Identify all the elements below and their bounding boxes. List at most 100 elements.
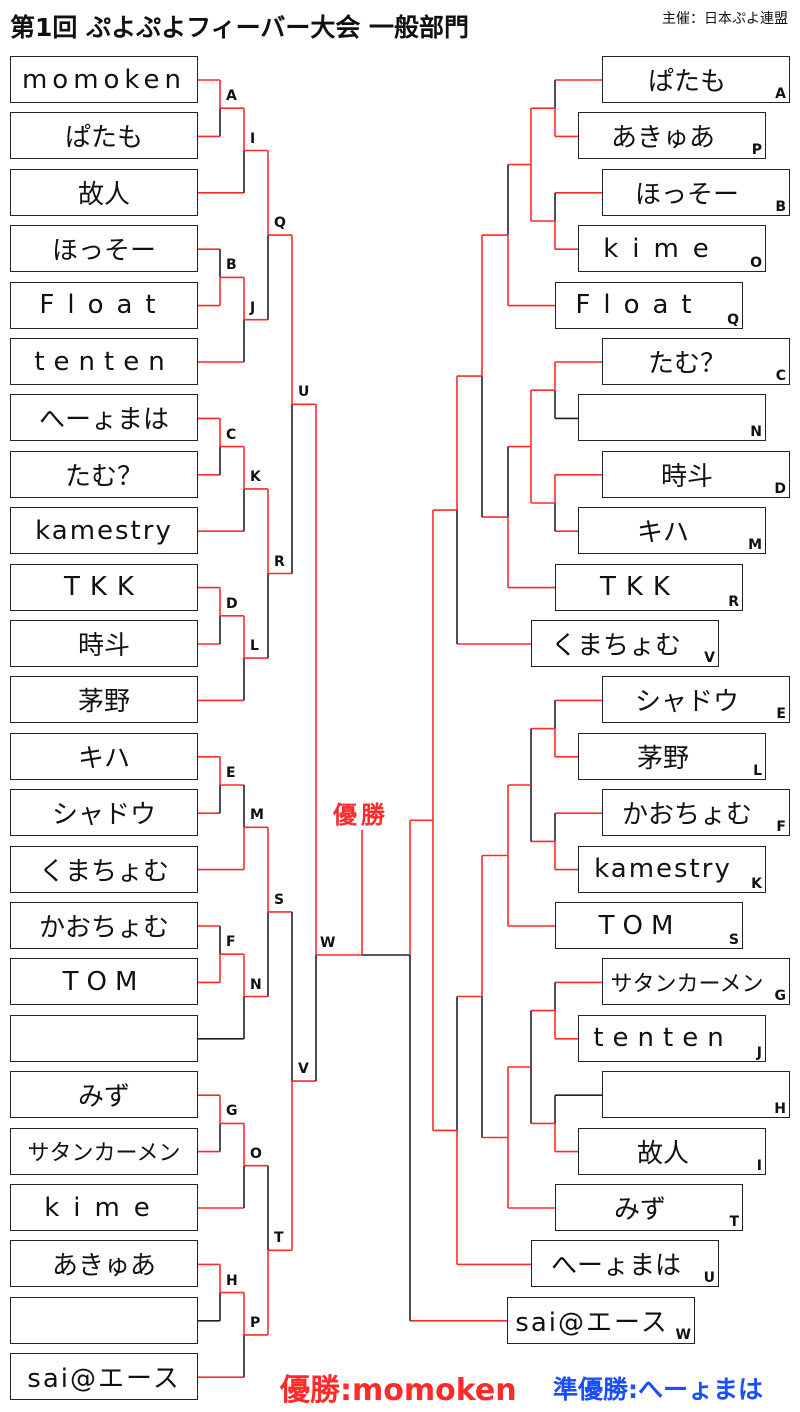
match-label: H (226, 1272, 238, 1289)
player-name: sai@エース (515, 1307, 669, 1338)
player-name: かおちょむ (621, 800, 752, 831)
player-name: tenten (34, 346, 174, 377)
loss-match-letter: J (756, 1044, 762, 1061)
match-label: T (274, 1230, 284, 1247)
organizer-text: 主催：日本ぷよ連盟 (662, 11, 788, 27)
player-name: あきゅあ (51, 1251, 156, 1282)
loss-match-letter: U (703, 1270, 715, 1287)
player-name: ほっそー (634, 179, 739, 210)
loss-match-letter: O (750, 255, 762, 272)
player-name: kamestry (35, 515, 173, 546)
player-name: へーょまは (38, 405, 169, 436)
winners-entry (10, 1014, 198, 1062)
champion-text: 優勝:momoken (280, 1373, 517, 1408)
loss-match-letter: C (775, 368, 786, 384)
loss-match-letter: D (774, 480, 786, 497)
player-name: tenten (593, 1023, 733, 1054)
winners-entry: tenten (10, 338, 198, 385)
winners-entry: キハ (10, 732, 198, 780)
winners-entry: kime (10, 1184, 198, 1231)
loss-match-letter: K (751, 875, 762, 892)
player-name: たむ？ (64, 461, 143, 492)
player-name: kime (44, 1192, 164, 1223)
losers-entry: ほっそー B (602, 168, 790, 216)
losers-entry: サタンカーメン G (602, 958, 790, 1006)
losers-entry: くまちょむ V (531, 620, 719, 667)
winners-entry: 時斗 (10, 620, 198, 667)
player-name: くまちょむ (550, 631, 681, 661)
winners-entry: くまちょむ (10, 845, 198, 893)
winners-entry: TOM (10, 958, 198, 1006)
losers-entry: あきゅあ P (578, 112, 766, 160)
match-label: B (226, 257, 237, 274)
winners-entry: 茅野 (10, 676, 198, 724)
player-name: かおちょむ (38, 913, 169, 943)
winners-entry: みず (10, 1071, 198, 1119)
winners-entry: サタンカーメン (10, 1127, 198, 1175)
loss-match-letter: F (776, 819, 786, 836)
page-title: 第1回 ぷよぷよフィーバー大会 一般部門 (10, 13, 470, 42)
loss-match-letter: M (748, 537, 762, 554)
player-name: サタンカーメン (27, 1141, 181, 1167)
loss-match-letter: V (704, 650, 715, 666)
loss-match-letter: L (753, 762, 762, 779)
player-name: 茅野 (636, 743, 689, 774)
player-name: ほっそー (51, 236, 156, 267)
winners-entry: たむ？ (10, 450, 198, 498)
match-label: F (226, 934, 236, 951)
winners-entry: kamestry (10, 507, 198, 555)
loss-match-letter: B (775, 198, 786, 215)
player-name: キハ (636, 518, 689, 549)
winners-entry: ほっそー (10, 225, 198, 273)
losers-entry: N (578, 394, 766, 442)
winners-entry: Float (10, 281, 198, 329)
player-name: シャドウ (51, 800, 156, 831)
winners-entry (10, 1296, 198, 1344)
player-name: kime (603, 233, 723, 264)
winners-entry: momoken (10, 56, 198, 103)
player-name: TOM (62, 966, 146, 997)
loss-match-letter: P (751, 142, 762, 159)
player-name: シャドウ (634, 687, 739, 718)
match-label: P (250, 1314, 261, 1331)
loss-match-letter: Q (727, 311, 739, 328)
losers-entry: たむ？C (602, 338, 790, 385)
match-label: D (226, 595, 238, 612)
player-name: sai@エース (27, 1364, 181, 1395)
player-name: あきゅあ (610, 123, 715, 154)
player-name: 時斗 (77, 631, 130, 661)
player-name: くまちょむ (38, 856, 169, 887)
loss-match-letter: H (774, 1101, 786, 1118)
match-label: R (274, 553, 285, 570)
match-label: W (320, 935, 336, 951)
runner-up-text: 準優勝:へーょまは (553, 1375, 763, 1404)
winners-entry: あきゅあ (10, 1240, 198, 1288)
winners-entry: TKK (10, 563, 198, 611)
player-name: 茅野 (77, 687, 130, 718)
player-name: TKK (64, 572, 144, 603)
match-label: G (226, 1103, 238, 1120)
player-name: サタンカーメン (610, 971, 764, 997)
player-name: 故人 (636, 1138, 689, 1169)
match-label: U (298, 384, 310, 401)
winners-entry: かおちょむ (10, 902, 198, 949)
player-name: kamestry (594, 854, 732, 885)
player-name: Float (39, 290, 169, 321)
player-name: キハ (77, 743, 130, 774)
player-name: みず (77, 1082, 130, 1113)
winners-entry: sai@エース (10, 1353, 198, 1401)
loss-match-letter: G (774, 988, 787, 1005)
player-name: Float (575, 290, 705, 321)
loss-match-letter: S (728, 932, 739, 948)
